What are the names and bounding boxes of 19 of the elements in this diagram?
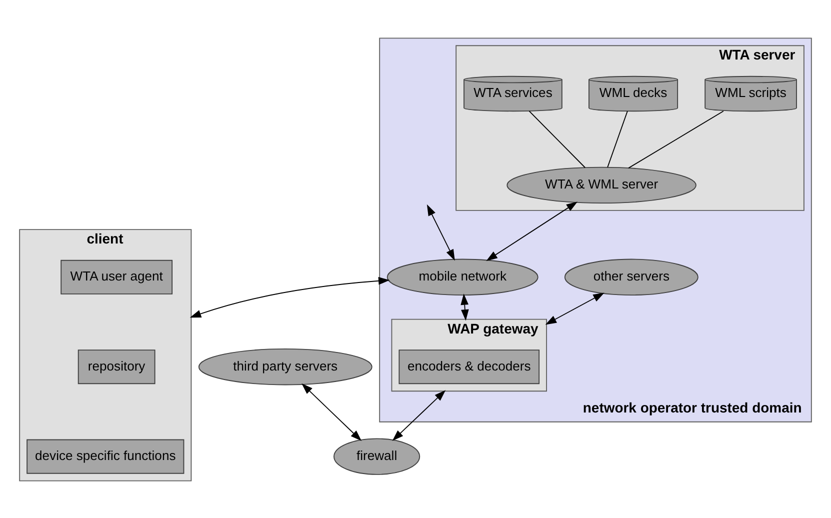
arrow xyxy=(426,204,455,260)
arrow xyxy=(460,293,469,320)
node-ellipse: other servers xyxy=(564,258,698,295)
arrow xyxy=(190,276,390,318)
node-ellipse: firewall xyxy=(334,438,420,474)
connector xyxy=(628,110,724,168)
arrow xyxy=(392,390,446,440)
node-ellipse: third party servers xyxy=(198,348,372,385)
arrow xyxy=(486,201,578,260)
arrow xyxy=(545,292,604,324)
node-box: device specific functions xyxy=(26,438,184,474)
node-ellipse: WTA & WML server xyxy=(506,166,696,204)
node-box: WTA user agent xyxy=(60,259,173,294)
node-box: encoders & decoders xyxy=(398,349,540,384)
node-box: repository xyxy=(78,349,156,384)
connector xyxy=(528,110,586,168)
arrow xyxy=(302,382,362,441)
node-ellipse: mobile network xyxy=(386,258,538,295)
connector xyxy=(607,110,628,168)
